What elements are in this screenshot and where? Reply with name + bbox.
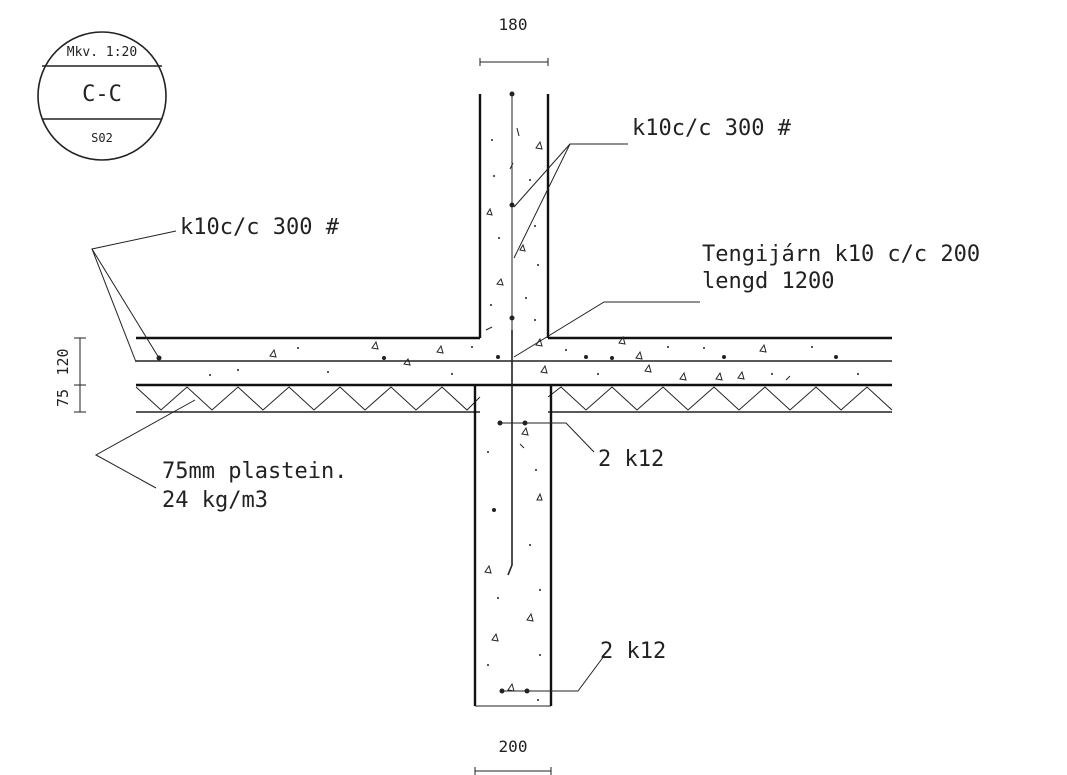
tie-bar-label-line2: lengd 1200: [702, 269, 834, 294]
insulation-label-line2: 24 kg/m3: [162, 488, 268, 513]
slab-rebar-leader-2: [91, 248, 137, 363]
lower-bars-leader: [502, 655, 605, 692]
tie-bar-leader: [513, 301, 700, 358]
scale-label: Mkv. 1:20: [67, 45, 137, 60]
insulation-zigzag-right: [547, 386, 893, 411]
slab-rebar-callout: k10c/c 300 #: [91, 215, 340, 363]
insulation-leader: [94, 399, 196, 489]
insulation-zigzag-left: [135, 386, 481, 411]
insulation-thickness-label: 75: [54, 389, 72, 407]
tie-bar-label-line1: Tengijárn k10 c/c 200: [702, 242, 980, 267]
slab-aggregate: [209, 335, 859, 381]
insulation-layer: [135, 386, 893, 413]
insulation-label-line1: 75mm plastein.: [162, 459, 347, 484]
lower-wall-aggregate: [484, 426, 543, 701]
section-label: C-C: [82, 82, 122, 107]
bottom-dimension-value: 200: [499, 737, 528, 756]
insulation-callout: 75mm plastein. 24 kg/m3: [94, 399, 347, 513]
slab-thickness-label: 120: [54, 348, 72, 375]
wall-rebar-label: k10c/c 300 #: [632, 116, 792, 141]
bottom-dimension: 200: [474, 737, 552, 775]
wall-rebar-leader-2: [513, 143, 571, 208]
upper-wall-aggregate: [485, 127, 543, 331]
section-title-block: Mkv. 1:20 C-C S02: [37, 31, 167, 161]
lower-bars-callout: 2 k12: [502, 639, 666, 692]
upper-bars-label: 2 k12: [598, 447, 664, 472]
lower-wall: [473, 330, 553, 707]
title-block-circle: [37, 31, 167, 161]
top-dimension: 180: [479, 15, 549, 66]
top-dimension-value: 180: [499, 15, 528, 34]
upper-wall-rebar-dot: [509, 202, 515, 208]
lower-bars-label: 2 k12: [600, 639, 666, 664]
left-dimension: 120 75: [54, 337, 86, 413]
wall-rebar-leader: [513, 143, 628, 259]
floor-slab: [136, 335, 892, 387]
upper-bars-callout: 2 k12: [500, 422, 664, 472]
tie-bar-callout: Tengijárn k10 c/c 200 lengd 1200: [513, 242, 980, 358]
upper-wall: [478, 91, 550, 360]
slab-rebar-label: k10c/c 300 #: [180, 215, 340, 240]
upper-wall-rebar-dot-2: [509, 315, 515, 321]
tie-bar: [507, 330, 513, 576]
upper-wall-rebar-top-dot: [509, 91, 515, 97]
sheet-label: S02: [91, 131, 113, 145]
wall-rebar-callout: k10c/c 300 #: [513, 116, 792, 259]
upper-bars-leader: [500, 422, 595, 453]
